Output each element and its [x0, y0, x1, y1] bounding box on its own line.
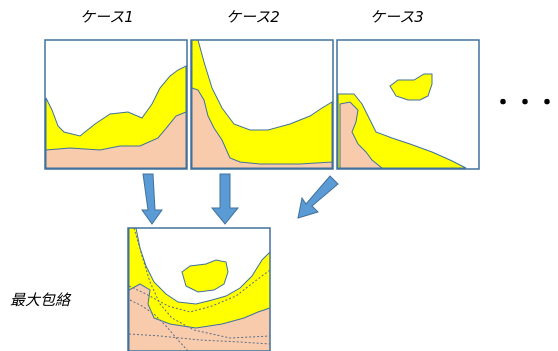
- envelope-label: 最大包絡: [10, 291, 72, 309]
- envelope-frame: [127, 227, 271, 351]
- case-3-yellow-region: [337, 93, 467, 169]
- envelope-overlay-case-2: [133, 227, 271, 339]
- case-3-label: ケース3: [370, 8, 424, 26]
- envelope-overlay-salmon: [128, 333, 271, 345]
- case-2-panel: [190, 39, 334, 170]
- ellipsis-text: ・・・: [492, 91, 558, 116]
- case-1-panel: [44, 39, 188, 170]
- case-2-yellow-region: [191, 39, 333, 169]
- case-1-salmon-region: [45, 111, 187, 169]
- envelope-panel: [127, 227, 271, 351]
- case-3-frame: [336, 39, 480, 170]
- envelope-overlay-case-3: [129, 299, 189, 351]
- case-3-salmon-region: [339, 101, 384, 169]
- envelope-island: [181, 259, 229, 293]
- case-2-label: ケース2: [226, 8, 280, 26]
- arrow-case-3: [297, 175, 339, 219]
- case-3-island: [389, 73, 433, 101]
- arrow-case-1: [141, 173, 163, 225]
- case-1-frame: [44, 39, 188, 170]
- arrow-case-2: [210, 173, 240, 225]
- case-2-frame: [190, 39, 334, 170]
- case-2-salmon-region: [191, 87, 333, 169]
- case-3-panel: [336, 39, 480, 170]
- case-1-label: ケース1: [80, 8, 134, 26]
